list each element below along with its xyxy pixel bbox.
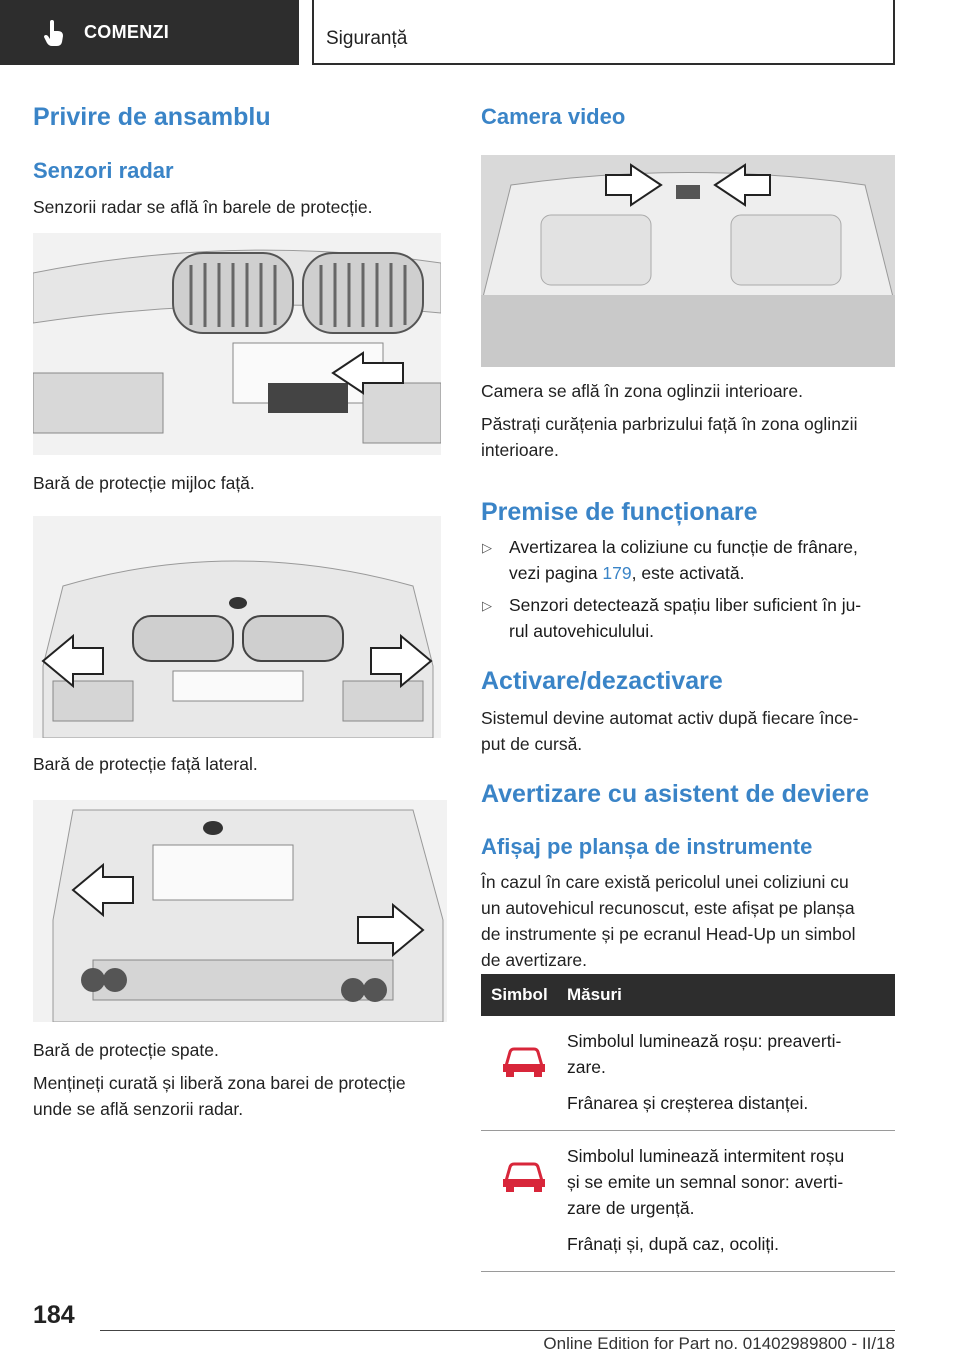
page-link[interactable]: 179 [602,563,632,583]
section-label: COMENZI [84,22,170,42]
car-warning-icon [503,1162,545,1192]
car-warning-icon [503,1047,545,1077]
symbol-table: Simbol Măsuri Simbolul luminează roșu: p… [481,974,895,1272]
front-bumper-center-illustration [33,233,441,455]
footer-edition: Online Edition for Part no. 01402989800 … [543,1334,895,1353]
footer-divider [100,1330,895,1331]
premise-title: Premise de funcționare [481,498,758,526]
caption-front-side: Bară de protecție față lateral. [33,754,258,774]
bullet-item: ▷ Senzori detectează spațiu liber sufici… [482,592,896,644]
activation-title: Activare/dezactivare [481,667,723,695]
action-text: Frânarea și creșterea distanței. [567,1093,809,1113]
section-subtitle: Senzori radar [33,158,174,183]
chapter-tab[interactable]: Siguranță [312,0,895,65]
section-tab[interactable]: COMENZI [0,0,299,65]
triangle-bullet-icon: ▷ [482,540,492,555]
column-header-symbol: Simbol [491,985,548,1004]
chapter-label: Siguranță [326,28,408,49]
activation-line-2: put de cursă. [481,734,583,754]
display-line: de avertizare. [481,950,588,970]
action-text: Frânați și, după caz, ocoliți. [567,1234,780,1254]
camera-illustration [481,155,895,367]
caption-rear: Bară de protecție spate. [33,1040,219,1060]
camera-text-2b: interioare. [481,440,559,460]
note-line-2: unde se află senzorii radar. [33,1099,244,1119]
table-row: Simbolul luminează roșu: preaverti-zare.… [481,1016,895,1131]
page-number: 184 [33,1301,75,1329]
warning-title: Avertizare cu asistent de deviere [481,780,870,808]
display-title: Afișaj pe planșa de instrumente [481,834,813,859]
intro-text: Senzorii radar se află în barele de prot… [33,197,373,217]
display-line: de instrumente și pe ecranul Head-Up un … [481,924,856,944]
table-header: Simbol Măsuri [481,974,895,1016]
column-header-measures: Măsuri [567,985,622,1004]
triangle-bullet-icon: ▷ [482,598,492,613]
caption-front-center: Bară de protecție mijloc față. [33,473,255,493]
camera-text-2a: Păstrați curățenia parbrizului față în z… [481,414,858,434]
rear-bumper-illustration [33,800,447,1022]
display-line: În cazul în care există pericolul unei c… [481,872,849,892]
camera-title: Camera video [481,104,626,129]
bullet-item: ▷ Avertizarea la coliziune cu funcție de… [482,534,896,586]
front-bumper-side-illustration [33,516,441,738]
camera-text-1: Camera se află în zona oglinzii interioa… [481,381,803,401]
note-line-1: Mențineți curată și liberă zona barei de… [33,1073,406,1093]
hand-pointer-icon [44,19,63,46]
page-title: Privire de ansamblu [33,103,271,131]
display-line: un autovehicul recunoscut, este afișat p… [481,898,855,918]
activation-line-1: Sistemul devine automat activ după fieca… [481,708,859,728]
